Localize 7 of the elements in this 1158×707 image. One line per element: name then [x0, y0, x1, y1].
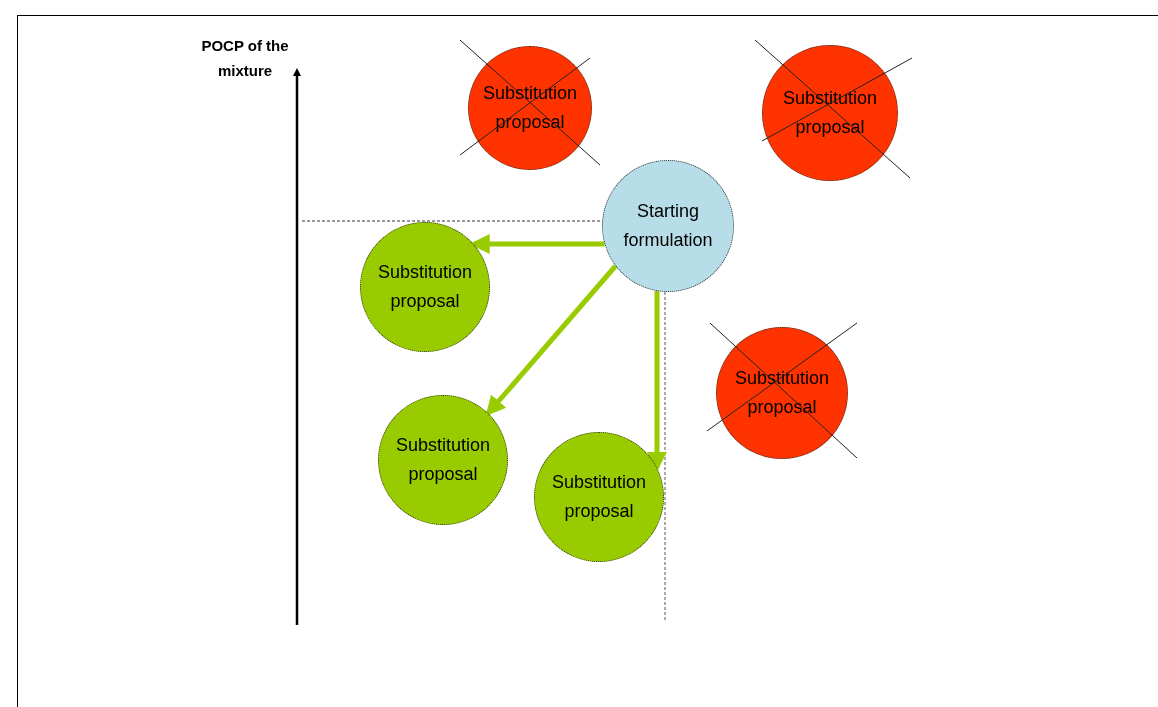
circle-label: Starting formulation — [622, 200, 714, 252]
arrow — [485, 264, 618, 417]
arrow — [647, 291, 667, 472]
circle-label: Substitution proposal — [550, 471, 647, 523]
axis-label: POCP of the mixture — [200, 36, 290, 81]
circle-label: Substitution proposal — [394, 434, 491, 486]
circle-label: Substitution proposal — [376, 261, 473, 313]
